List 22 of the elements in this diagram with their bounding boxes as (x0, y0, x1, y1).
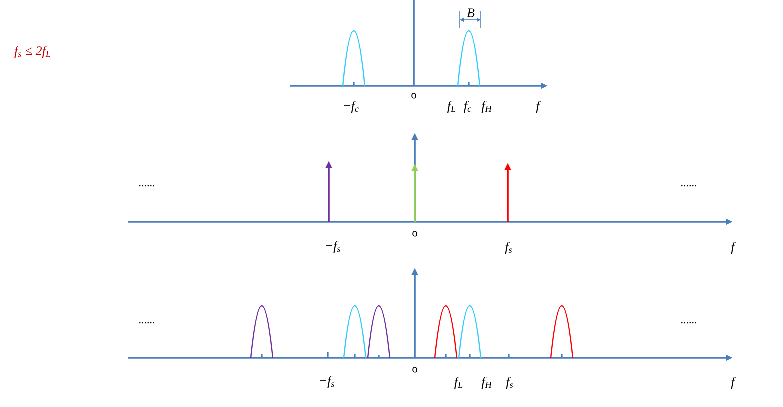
ellipsis: ...... (681, 185, 697, 187)
tick-label: −f$_{s}$ (326, 241, 340, 253)
tick-label: −f$_{s}$ (320, 376, 334, 388)
tick-label: f$_{L}$ (454, 377, 463, 389)
condition-formula: f$_{s}$ ≤ 2f$_{L}$ (14, 46, 51, 58)
origin-label: o (412, 367, 418, 373)
tick-label: f$_{s}$ (505, 242, 512, 254)
axis-label: f (731, 377, 736, 389)
ellipsis: ...... (139, 185, 155, 187)
origin-label: o (412, 93, 416, 99)
ellipsis: ...... (681, 322, 697, 324)
tick-label: f$_{L}$ (448, 101, 456, 113)
ellipsis: ...... (139, 322, 155, 324)
axis-label: f (536, 101, 542, 113)
tick-label: f$_{s}$ (506, 377, 514, 389)
tick-label: f$_{H}$ (482, 377, 492, 389)
tick-label: f$_{c}$ (464, 101, 472, 113)
dimension-label: B (467, 8, 475, 18)
tick-label: −f$_{c}$ (344, 101, 359, 113)
tick-label: f$_{H}$ (482, 101, 492, 113)
axis-label: f (731, 242, 736, 254)
origin-label: o (412, 231, 418, 237)
